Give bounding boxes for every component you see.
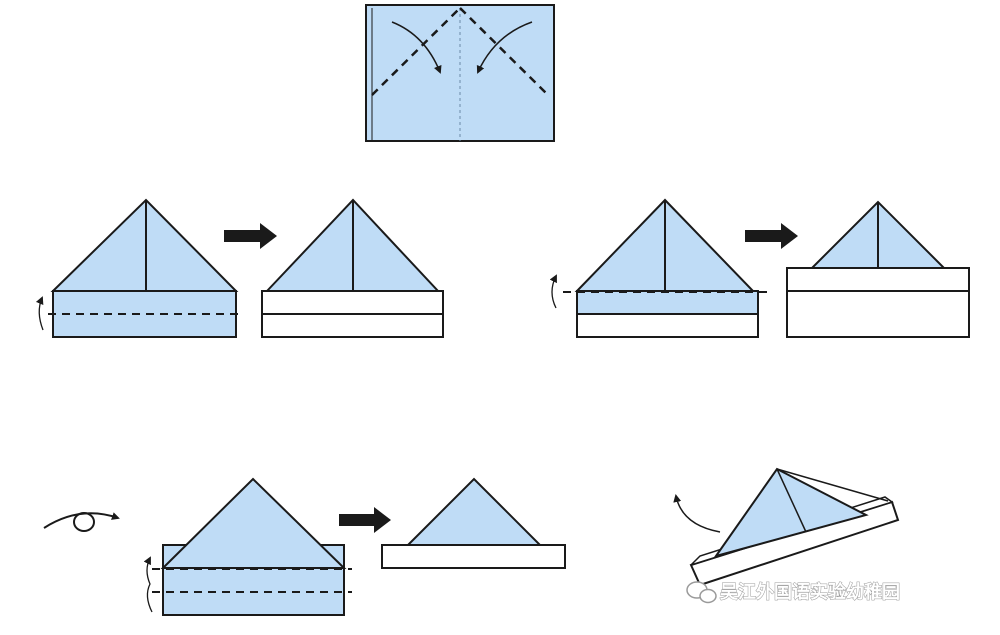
curved-fold-arrow-icon [35,296,44,331]
arrow-right-icon [745,223,798,249]
curved-fold-arrow-icon [673,494,721,533]
flip-over-icon [43,512,120,532]
step-3b-triangle [786,200,970,338]
curved-fold-arrow-icon [391,21,442,74]
step-5-open-hat [673,467,900,587]
arrow-right-icon [339,507,391,533]
curved-fold-arrow-icon [549,274,557,309]
watermark-text: 吴江外国语实验幼稚园 [720,581,900,603]
arrow-right-icon [224,223,277,249]
wechat-logo-icon [686,581,717,604]
watermark: 吴江外国语实验幼稚园 [686,581,901,604]
step-1-paper [365,4,555,142]
curved-fold-arrow-icon [476,21,533,74]
step-3a-triangle [549,198,772,338]
step-4b-triangle [381,477,566,569]
step-2b-triangle [261,198,444,338]
step-4a-triangle [143,477,352,616]
step-2a-triangle [35,198,241,338]
curved-fold-arrow-icon [143,556,153,613]
